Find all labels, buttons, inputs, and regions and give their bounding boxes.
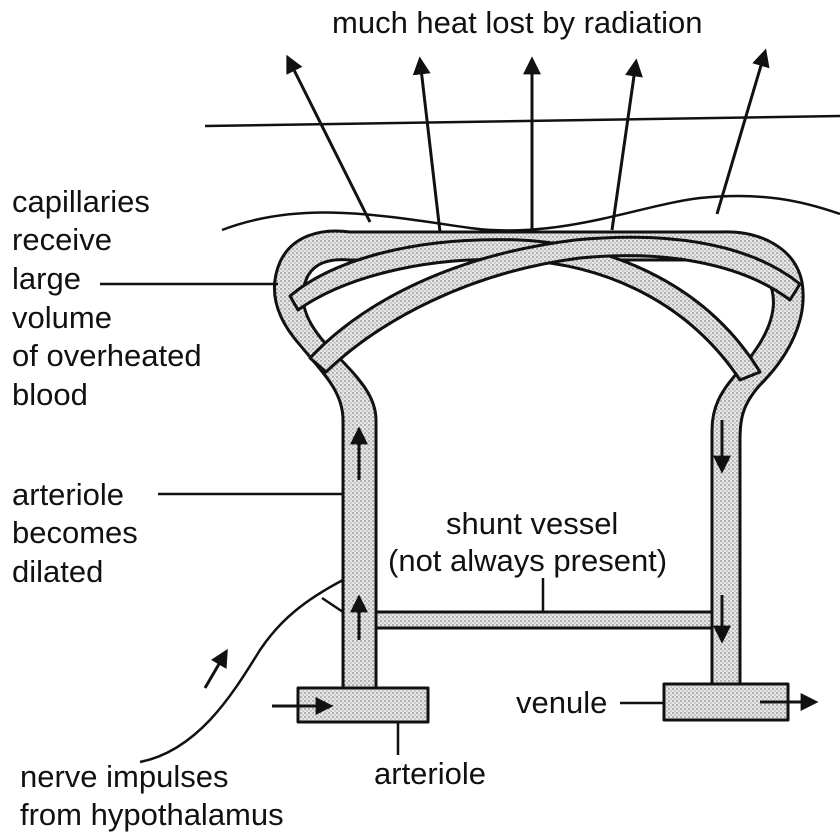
capillaries-label: capillaries receive large volume of over… — [12, 184, 202, 412]
nerve-arrow — [205, 652, 226, 688]
arteriole-label: arteriole — [374, 756, 486, 791]
radiation-arrow — [420, 60, 440, 232]
arteriole-dilated-label: arteriole becomes dilated — [12, 477, 138, 589]
radiation-arrow — [288, 58, 370, 222]
shunt-label-line: (not always present) — [388, 543, 667, 578]
nerve-leader — [140, 580, 343, 762]
radiation-arrows — [288, 52, 765, 238]
radiation-arrow — [612, 62, 636, 230]
radiation-arrow — [717, 52, 765, 214]
shunt-label: shunt vessel (not always present) — [388, 506, 667, 578]
shunt-label-line: shunt vessel — [446, 506, 618, 541]
arteriole-dilated-label-line: becomes — [12, 515, 138, 550]
capillaries-label-line: blood — [12, 377, 88, 412]
nerve-label-line: from hypothalamus — [20, 797, 284, 832]
nerve-label-line: nerve impulses — [20, 759, 228, 794]
vessel-network — [274, 231, 803, 722]
nerve-label: nerve impulses from hypothalamus — [20, 759, 284, 832]
arteriole-dilated-label-line: dilated — [12, 554, 103, 589]
arteriole-dilated-label-line: arteriole — [12, 477, 124, 512]
capillaries-label-line: large — [12, 261, 81, 296]
shunt-vessel — [376, 612, 712, 628]
venule-label: venule — [516, 685, 607, 720]
capillaries-label-line: receive — [12, 222, 112, 257]
capillaries-label-line: of overheated — [12, 338, 202, 373]
capillaries-label-line: volume — [12, 300, 112, 335]
capillaries-label-line: capillaries — [12, 184, 150, 219]
diagram-title: much heat lost by radiation — [332, 5, 703, 40]
